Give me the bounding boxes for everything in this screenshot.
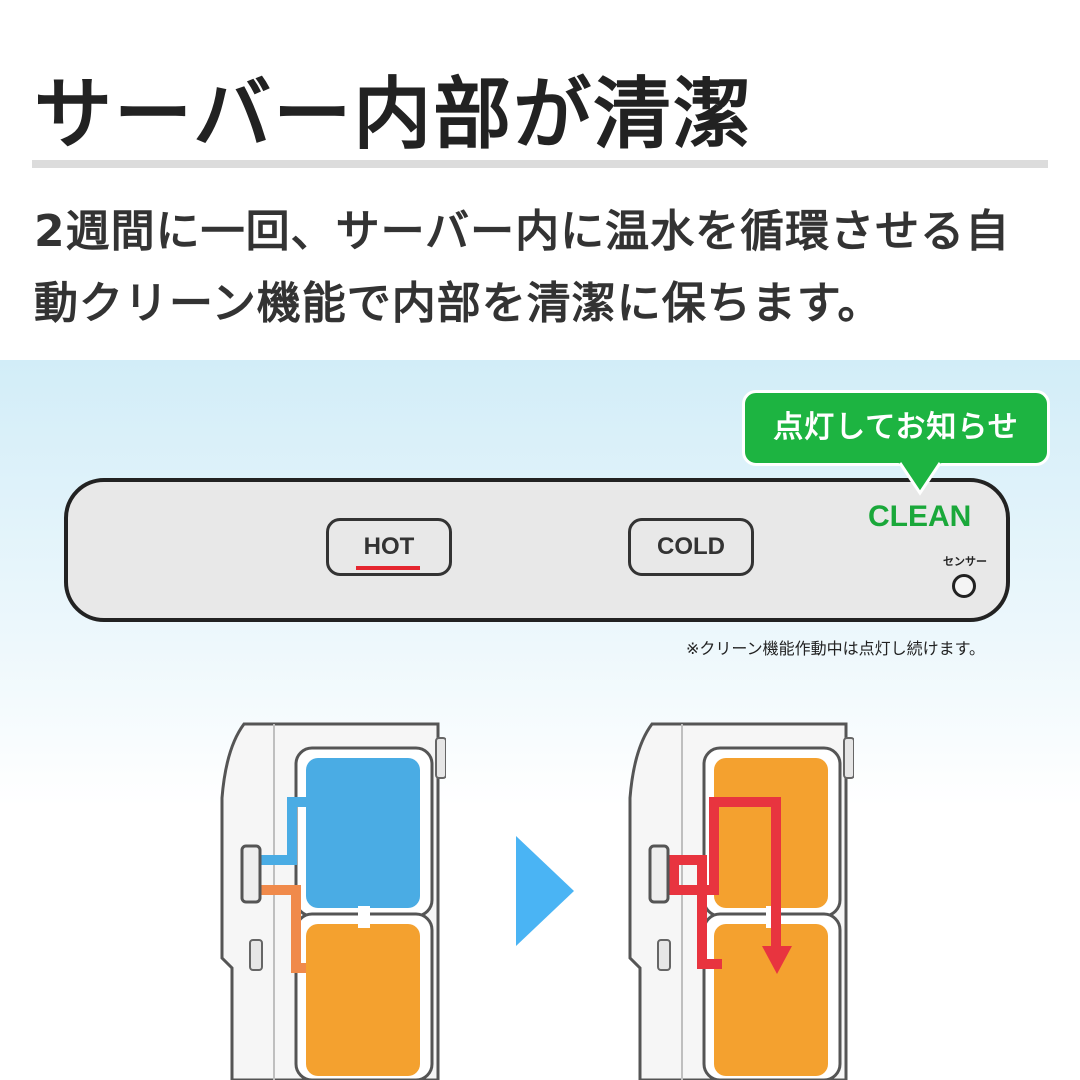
sensor-icon xyxy=(952,574,976,598)
cold-button[interactable]: COLD xyxy=(628,518,754,576)
hot-underline xyxy=(356,566,420,570)
page-title: サーバー内部が清潔 xyxy=(34,70,754,160)
description-line-1: 2週間に一回、サーバー内に温水を循環させる自 xyxy=(34,206,1011,257)
callout-bubble: 点灯してお知らせ xyxy=(742,390,1050,466)
description-line-2: 動クリーン機能で内部を清潔に保ちます。 xyxy=(34,278,883,329)
server-after-icon xyxy=(628,722,854,1080)
server-before-icon xyxy=(220,722,446,1080)
sensor-label: センサー xyxy=(943,555,987,568)
hot-button[interactable]: HOT xyxy=(326,518,452,576)
clean-indicator-label: CLEAN xyxy=(868,500,972,533)
triangle-right-icon xyxy=(516,836,574,946)
description: 2週間に一回、サーバー内に温水を循環させる自 動クリーン機能で内部を清潔に保ちま… xyxy=(34,196,1064,340)
callout-tail-icon xyxy=(898,462,942,496)
title-divider xyxy=(32,160,1048,168)
control-panel xyxy=(64,478,1010,622)
panel-note: ※クリーン機能作動中は点灯し続けます。 xyxy=(686,639,986,658)
